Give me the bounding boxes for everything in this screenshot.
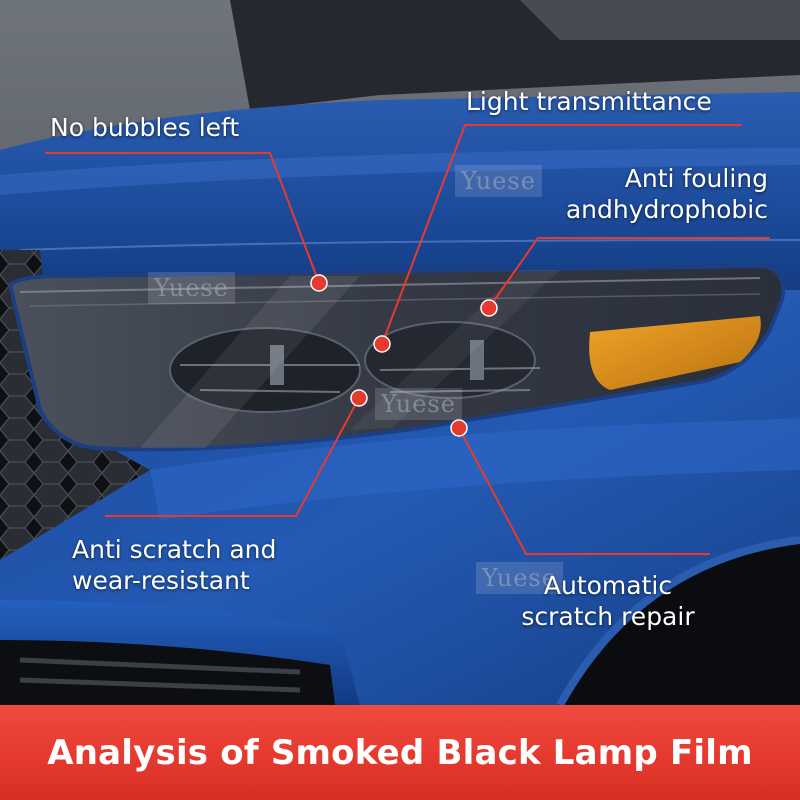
- watermark-logo: Yuese: [375, 388, 462, 420]
- callout-dot-no-bubbles: [310, 274, 328, 292]
- callout-dot-anti-fouling: [480, 299, 498, 317]
- banner-title: Analysis of Smoked Black Lamp Film: [47, 732, 753, 773]
- wheel-arch: [560, 540, 800, 705]
- callout-dot-anti-scratch: [350, 389, 368, 407]
- callout-no-bubbles: No bubbles left: [50, 113, 240, 142]
- callout-auto-repair: Automatic scratch repair: [521, 571, 695, 631]
- projector-right: [364, 321, 536, 399]
- amber-indicator: [589, 316, 761, 390]
- callout-anti-fouling: Anti fouling andhydrophobic: [565, 164, 768, 224]
- callout-anti-scratch: Anti scratch and wear-resistant: [72, 535, 277, 595]
- watermark-logo: Yuese: [148, 272, 235, 304]
- hood-panel: [0, 92, 800, 300]
- title-banner: Analysis of Smoked Black Lamp Film: [0, 705, 800, 800]
- watermark-logo: Yuese: [476, 562, 563, 594]
- callout-lines: [45, 124, 770, 555]
- callout-dot-auto-repair: [450, 419, 468, 437]
- callout-dot-light-transmittance: [373, 335, 391, 353]
- callout-light-transmittance: Light transmittance: [466, 87, 712, 116]
- watermark-logo: Yuese: [455, 165, 542, 197]
